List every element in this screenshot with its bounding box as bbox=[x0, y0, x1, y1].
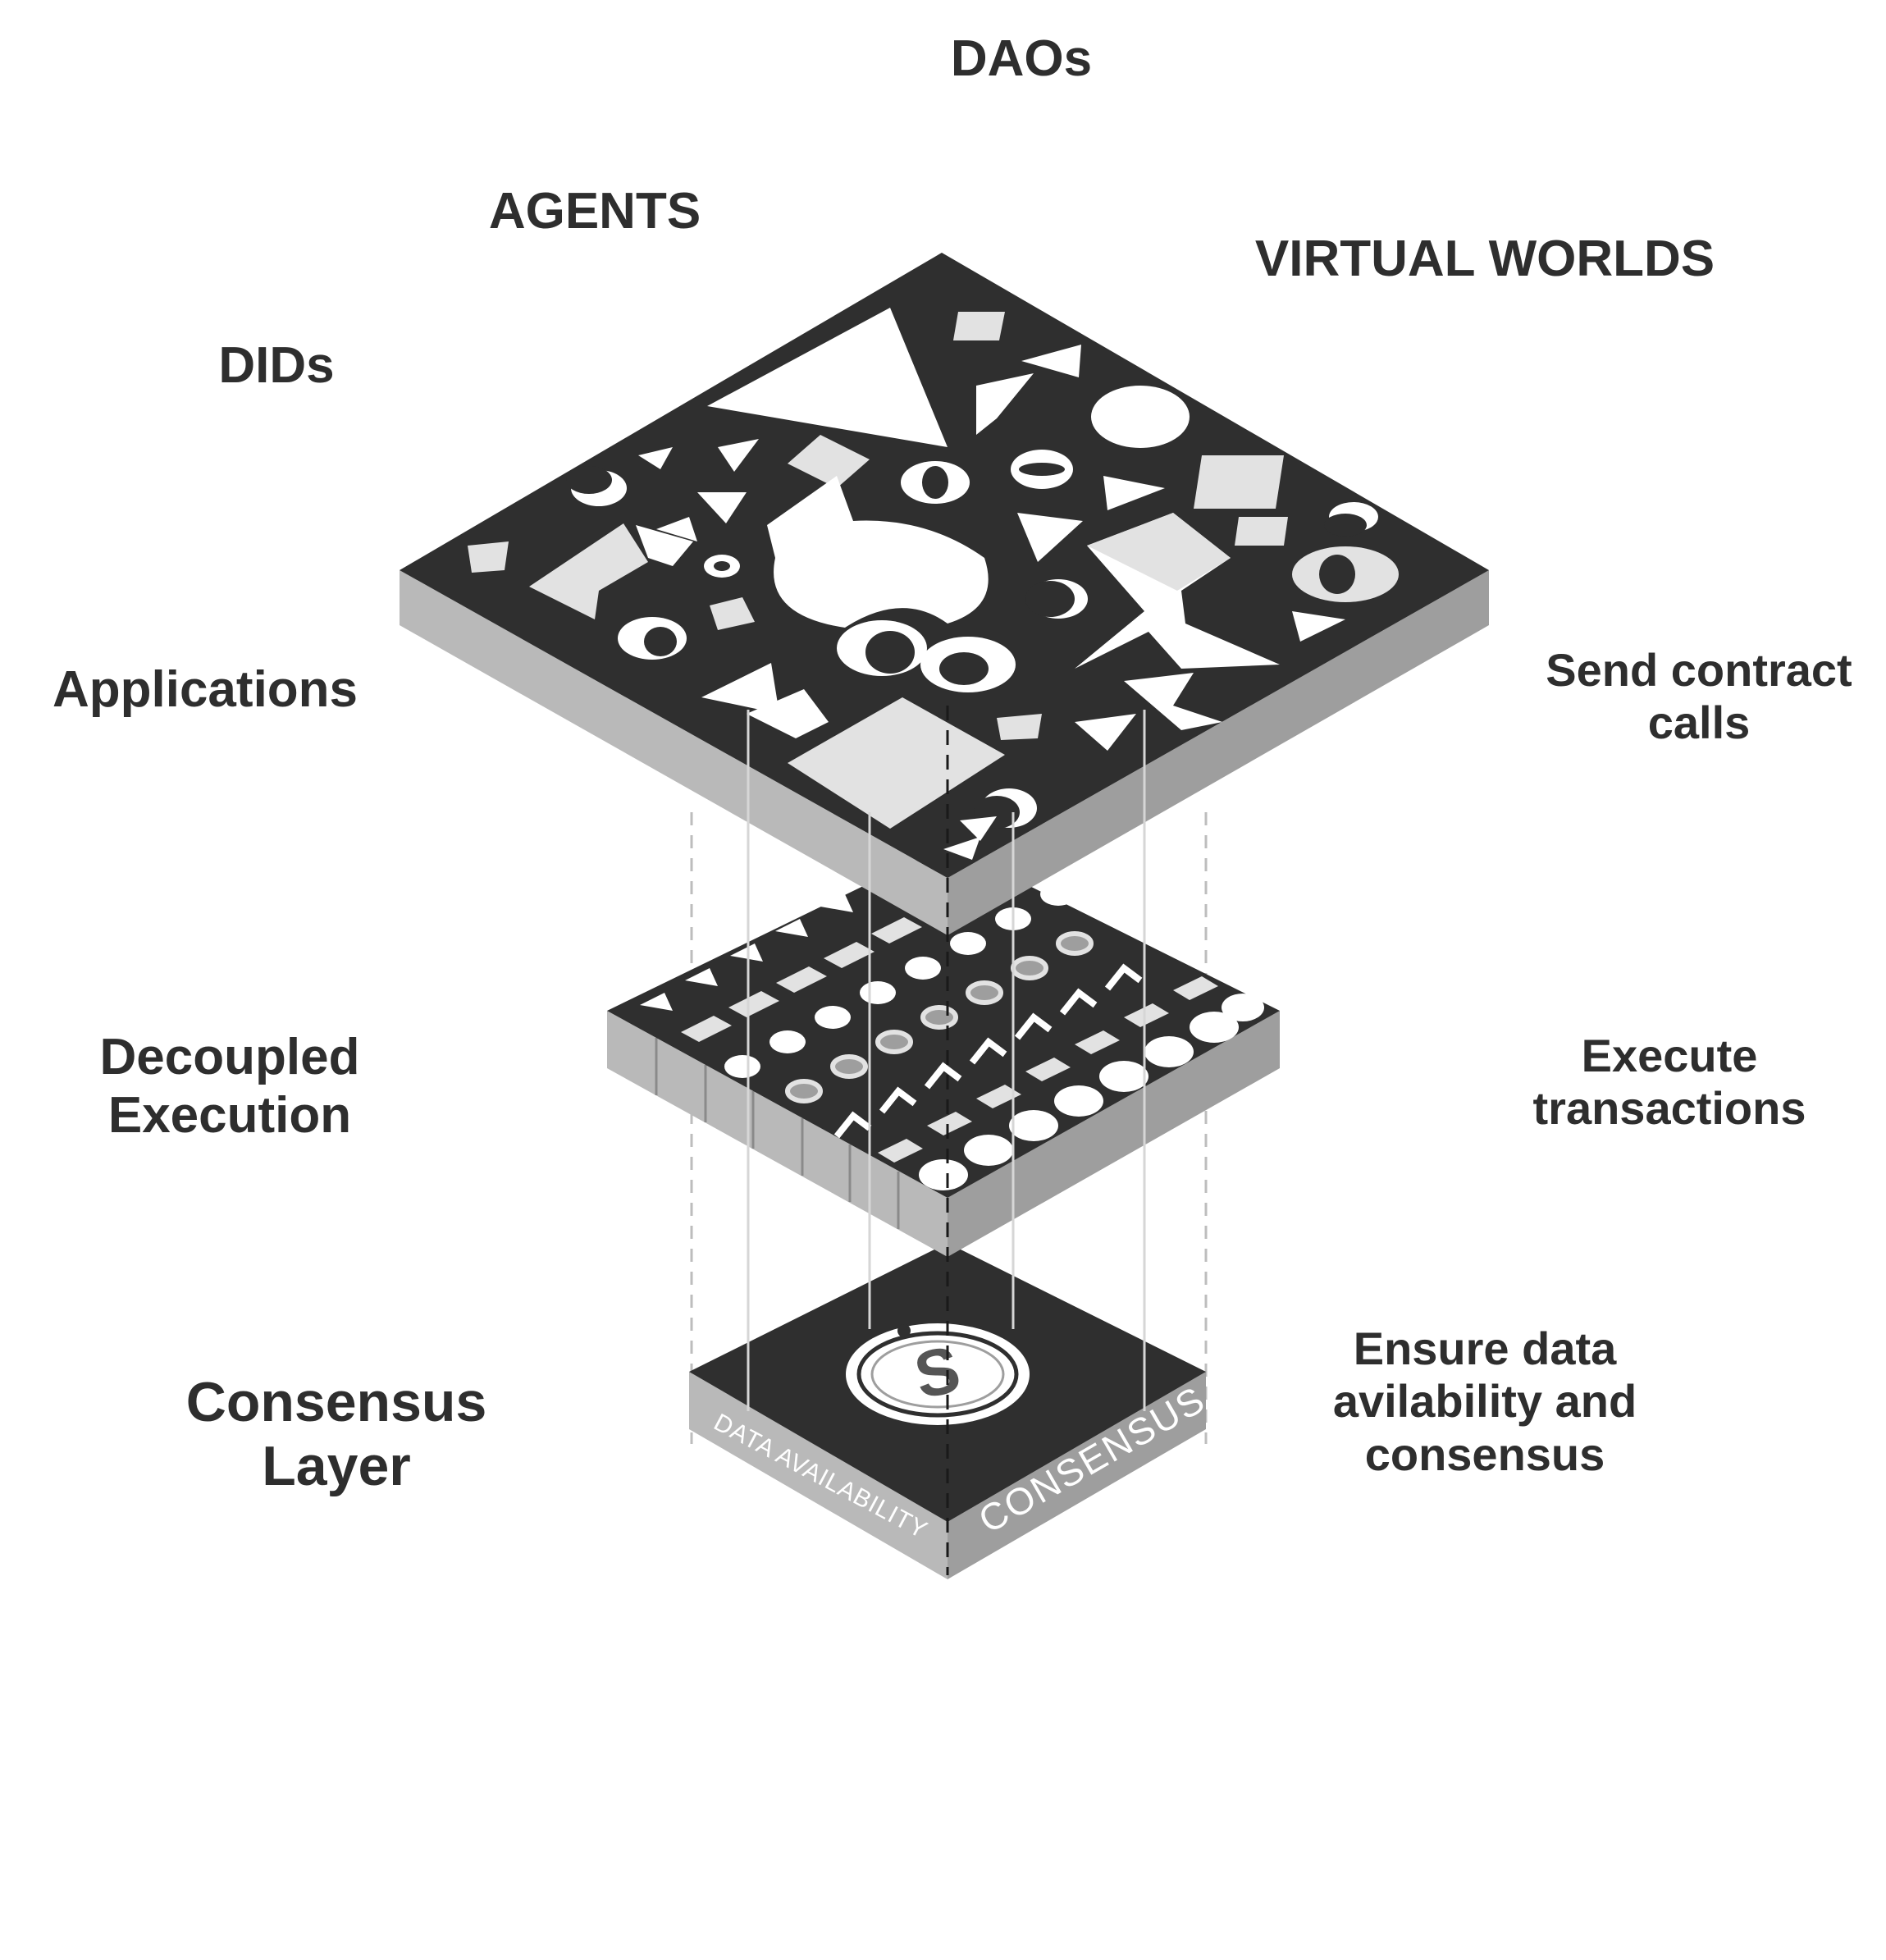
execution-row-circles bbox=[919, 994, 1264, 1190]
consensus-slab-left-side bbox=[689, 1372, 948, 1579]
consensus-logo-icon: S bbox=[846, 1323, 1030, 1425]
applications-slab-left-side bbox=[400, 570, 948, 935]
execution-row-chevrons bbox=[833, 963, 1143, 1139]
execution-row-light-tiles bbox=[878, 976, 1218, 1163]
consensus-desc-line-1: Ensure data bbox=[1353, 1323, 1617, 1374]
applications-desc-line-2: calls bbox=[1647, 697, 1751, 749]
applications-layer-slab bbox=[400, 253, 1489, 935]
consensus-desc-line-2: avilability and bbox=[1332, 1375, 1637, 1428]
execution-desc-line-1: Execute bbox=[1581, 1030, 1758, 1081]
execution-label-line-1: Decoupled bbox=[99, 1029, 360, 1085]
execution-layer-label: Decoupled Execution bbox=[100, 1028, 360, 1145]
daos-label: DAOs bbox=[950, 30, 1093, 87]
execution-label-line-2: Execution bbox=[107, 1087, 352, 1144]
applications-description: Send contract calls bbox=[1546, 644, 1852, 750]
consensus-layer-label: Consensus Layer bbox=[186, 1370, 487, 1498]
execution-slab-right-side bbox=[948, 1011, 1280, 1257]
execution-row-triangles bbox=[640, 894, 853, 1011]
execution-row-light-blocks bbox=[681, 917, 922, 1042]
consensus-label-line-1: Consensus bbox=[185, 1371, 487, 1433]
applications-shapes bbox=[468, 308, 1399, 860]
consensus-layer-slab: DATA AVAILABILITY CONSENSUS S bbox=[689, 1243, 1212, 1579]
execution-slab-left-side bbox=[607, 1011, 948, 1257]
execution-row-rings bbox=[785, 931, 1094, 1103]
consensus-slab-right-side bbox=[948, 1372, 1206, 1579]
applications-desc-line-1: Send contract bbox=[1546, 644, 1852, 696]
execution-description: Execute transactions bbox=[1533, 1030, 1806, 1135]
virtual-worlds-label: VIRTUAL WORLDS bbox=[1254, 231, 1715, 287]
dids-label: DIDs bbox=[218, 337, 335, 394]
consensus-label-line-2: Layer bbox=[262, 1435, 411, 1498]
agents-label: AGENTS bbox=[488, 183, 701, 240]
consensus-description: Ensure data avilability and consensus bbox=[1333, 1323, 1637, 1481]
applications-layer-label: Applications bbox=[52, 661, 358, 718]
execution-layer-slab bbox=[607, 845, 1280, 1257]
consensus-desc-line-3: consensus bbox=[1364, 1428, 1605, 1480]
applications-slab-right-side bbox=[948, 570, 1489, 935]
connector-lines-front bbox=[747, 706, 1146, 1575]
execution-desc-line-2: transactions bbox=[1532, 1082, 1806, 1135]
